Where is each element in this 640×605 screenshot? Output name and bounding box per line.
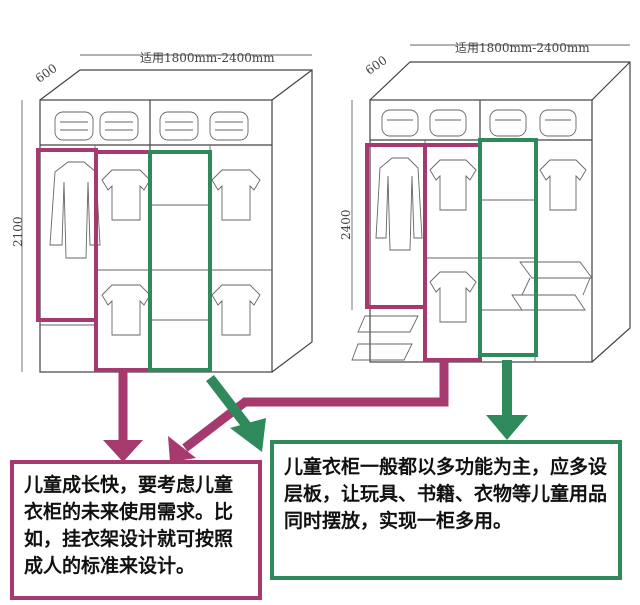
- coat-icon: [49, 161, 101, 259]
- right-note-text: 儿童衣柜一般都以多功能为主，应多设层板，让玩具、书籍、衣物等儿童用品同时摆放，实…: [284, 456, 608, 532]
- coat-frame: [365, 143, 427, 309]
- right-wardrobe: 适用1800mm-2400mm 2400 600: [339, 41, 631, 363]
- shirt-icon: [429, 159, 587, 323]
- coat-icon: [375, 157, 423, 251]
- left-width-label: 适用1800mm-2400mm: [140, 51, 275, 65]
- left-wardrobe: 适用1800mm-2400mm 2100 600: [11, 51, 313, 373]
- coat-frame: [36, 148, 98, 322]
- right-depth-label: 600: [363, 53, 390, 78]
- green-arrows: [206, 360, 528, 452]
- shelf-frame: [478, 138, 538, 357]
- left-height-label: 2100: [11, 216, 25, 247]
- left-note-box: 儿童成长快，要考虑儿童衣柜的未来使用需求。比如，挂衣架设计就可按照成人的标准来设…: [10, 460, 262, 600]
- pull-out-basket-icon: [511, 261, 593, 311]
- shelf-frame: [148, 150, 212, 372]
- folded-clothes-icon: [54, 111, 249, 141]
- magenta-arrows: [103, 360, 449, 462]
- right-width-label: 适用1800mm-2400mm: [455, 41, 590, 55]
- right-height-label: 2400: [339, 209, 353, 240]
- shirt-icon: [101, 169, 261, 336]
- drawer-icon: [351, 315, 419, 361]
- shirt-frame: [94, 150, 152, 372]
- folded-clothes-icon: [381, 109, 577, 137]
- left-depth-label: 600: [33, 61, 60, 86]
- left-note-text: 儿童成长快，要考虑儿童衣柜的未来使用需求。比如，挂衣架设计就可按照成人的标准来设…: [24, 474, 234, 577]
- right-note-box: 儿童衣柜一般都以多功能为主，应多设层板，让玩具、书籍、衣物等儿童用品同时摆放，实…: [270, 440, 622, 580]
